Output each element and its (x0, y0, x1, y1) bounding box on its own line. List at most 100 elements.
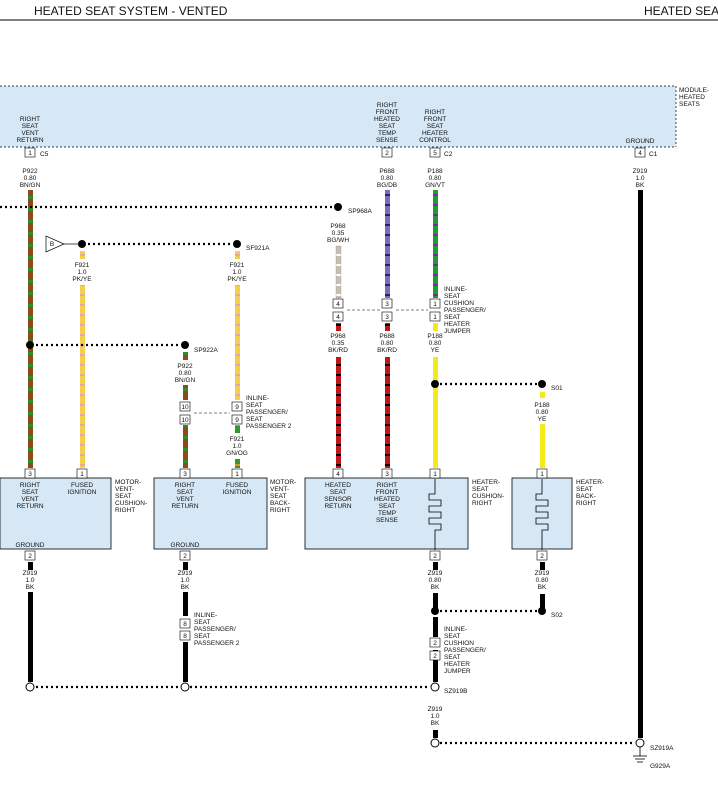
module-pin-label-vent-return: RIGHT SEAT VENT RETURN (16, 116, 43, 144)
wire-f921-c (235, 425, 240, 433)
svg-text:SEAT: SEAT (270, 493, 287, 500)
svg-text:1.0: 1.0 (232, 443, 241, 450)
splice-z919-node (431, 607, 439, 615)
dotted-links (0, 205, 635, 745)
svg-text:HEATED: HEATED (679, 94, 705, 101)
module-label: MODULE- HEATED SEATS (679, 87, 709, 108)
wire-p922 (28, 190, 33, 468)
module-pin-c2-2: 2 (381, 147, 393, 158)
svg-text:2: 2 (385, 150, 389, 157)
svg-text:INLINE-: INLINE- (444, 286, 467, 293)
svg-text:HEATER-: HEATER- (472, 479, 500, 486)
wire-p922-b (183, 385, 188, 400)
wire-z919-m2 (183, 592, 188, 616)
svg-text:F921: F921 (230, 262, 245, 269)
svg-text:PASSENGER/: PASSENGER/ (246, 409, 288, 416)
svg-text:P188: P188 (427, 168, 443, 175)
svg-text:RIGHT: RIGHT (472, 500, 492, 507)
wire-label-z919-h2: Z919 0.80 BK (535, 570, 550, 591)
svg-text:Z919: Z919 (633, 168, 648, 175)
wire-p968-bottom (336, 357, 341, 468)
svg-text:0.80: 0.80 (429, 577, 442, 584)
wire-label-z919-c1: Z919 1.0 BK (633, 168, 648, 189)
svg-text:0.35: 0.35 (332, 340, 345, 347)
svg-text:SEAT: SEAT (22, 123, 39, 130)
module-pin-c5-1: 1 C5 (24, 147, 49, 158)
svg-text:SEAT: SEAT (444, 633, 461, 640)
splice-label-sz919a: SZ919A (650, 745, 674, 752)
svg-text:0.80: 0.80 (179, 370, 192, 377)
wire-z919-m1 (28, 592, 33, 682)
splice-label-sf921a: SF921A (246, 245, 270, 252)
svg-text:VENT: VENT (21, 496, 38, 503)
svg-text:RETURN: RETURN (171, 503, 198, 510)
svg-text:1.0: 1.0 (635, 175, 644, 182)
svg-text:SEAT: SEAT (177, 489, 194, 496)
svg-text:VENT: VENT (21, 130, 38, 137)
svg-text:CUSHION: CUSHION (444, 640, 474, 647)
svg-text:Z919: Z919 (535, 570, 550, 577)
svg-text:HEATER: HEATER (444, 661, 470, 668)
svg-text:PASSENGER/: PASSENGER/ (444, 307, 486, 314)
svg-text:RIGHT: RIGHT (20, 116, 40, 123)
svg-text:1: 1 (540, 471, 544, 478)
svg-text:MOTOR-: MOTOR- (270, 479, 296, 486)
wire-label-p188-s01: P188 0.80 YE (534, 402, 550, 423)
svg-text:MOTOR-: MOTOR- (115, 479, 141, 486)
svg-text:0.80: 0.80 (381, 175, 394, 182)
svg-text:HEATED: HEATED (374, 496, 400, 503)
wire-z919-h2 (540, 594, 545, 608)
splice-s01 (538, 380, 546, 388)
module-pin-label-heater-control: RIGHT FRONT SEAT HEATER CONTROL (419, 109, 451, 144)
wire-label-p688-top: P688 0.80 BG/DB (377, 168, 397, 189)
svg-text:1: 1 (235, 471, 239, 478)
svg-text:1.0: 1.0 (25, 577, 34, 584)
svg-text:SEAT: SEAT (444, 293, 461, 300)
svg-text:1: 1 (433, 471, 437, 478)
svg-text:3: 3 (385, 301, 389, 308)
module-heated-seats (0, 86, 676, 147)
svg-text:P688: P688 (379, 168, 395, 175)
svg-text:B: B (50, 241, 54, 248)
svg-text:SEAT: SEAT (194, 619, 211, 626)
inline-connector-pins: 4 4 3 3 1 1 10 10 9 9 8 8 2 2 (179, 298, 441, 661)
svg-text:1: 1 (433, 314, 437, 321)
svg-text:BK: BK (181, 584, 190, 591)
svg-text:IGNITION: IGNITION (223, 489, 252, 496)
wire-label-z919-m1: Z919 1.0 BK (23, 570, 38, 591)
svg-text:0.80: 0.80 (536, 409, 549, 416)
ground-symbol (633, 747, 647, 763)
svg-text:HEATER: HEATER (422, 130, 448, 137)
svg-text:PASSENGER/: PASSENGER/ (444, 647, 486, 654)
wire-p188-top (433, 190, 438, 298)
svg-text:Z919: Z919 (23, 570, 38, 577)
svg-text:0.80: 0.80 (429, 340, 442, 347)
svg-text:C1: C1 (649, 151, 658, 158)
wire-label-f921-b: F921 1.0 PK/YE (227, 262, 247, 283)
svg-text:SEAT: SEAT (246, 416, 263, 423)
wire-label-z919-bottom: Z919 1.0 BK (428, 706, 443, 727)
svg-text:SEAT: SEAT (576, 486, 593, 493)
svg-text:BK/RD: BK/RD (328, 347, 348, 354)
wire-p188-s01 (540, 424, 545, 468)
component-heater-seat-cushion-right: 4 3 1 2 HEATED SEAT SENSOR RETURN RIGHT … (304, 468, 504, 561)
svg-text:SEAT: SEAT (194, 633, 211, 640)
svg-text:Z919: Z919 (428, 570, 443, 577)
splice-sp968a (334, 203, 342, 211)
svg-text:CUSHION-: CUSHION- (115, 500, 147, 507)
svg-text:SENSE: SENSE (376, 137, 399, 144)
svg-text:0.35: 0.35 (332, 230, 345, 237)
svg-text:9: 9 (235, 417, 239, 424)
svg-text:P188: P188 (427, 333, 443, 340)
inline-label-cushion-jumper: INLINE- SEAT CUSHION PASSENGER/ SEAT HEA… (444, 286, 486, 335)
svg-text:C2: C2 (444, 151, 453, 158)
heater-element-icon (535, 479, 549, 550)
splice-p188-node (431, 380, 439, 388)
splice-sf921a (233, 240, 241, 248)
wire-z919-h1 (433, 593, 438, 609)
svg-text:GROUND: GROUND (171, 542, 200, 549)
wire-label-f921-c: F921 1.0 GN/OG (226, 436, 248, 457)
svg-text:PASSENGER 2: PASSENGER 2 (246, 423, 292, 430)
svg-text:GN/VT: GN/VT (425, 182, 445, 189)
